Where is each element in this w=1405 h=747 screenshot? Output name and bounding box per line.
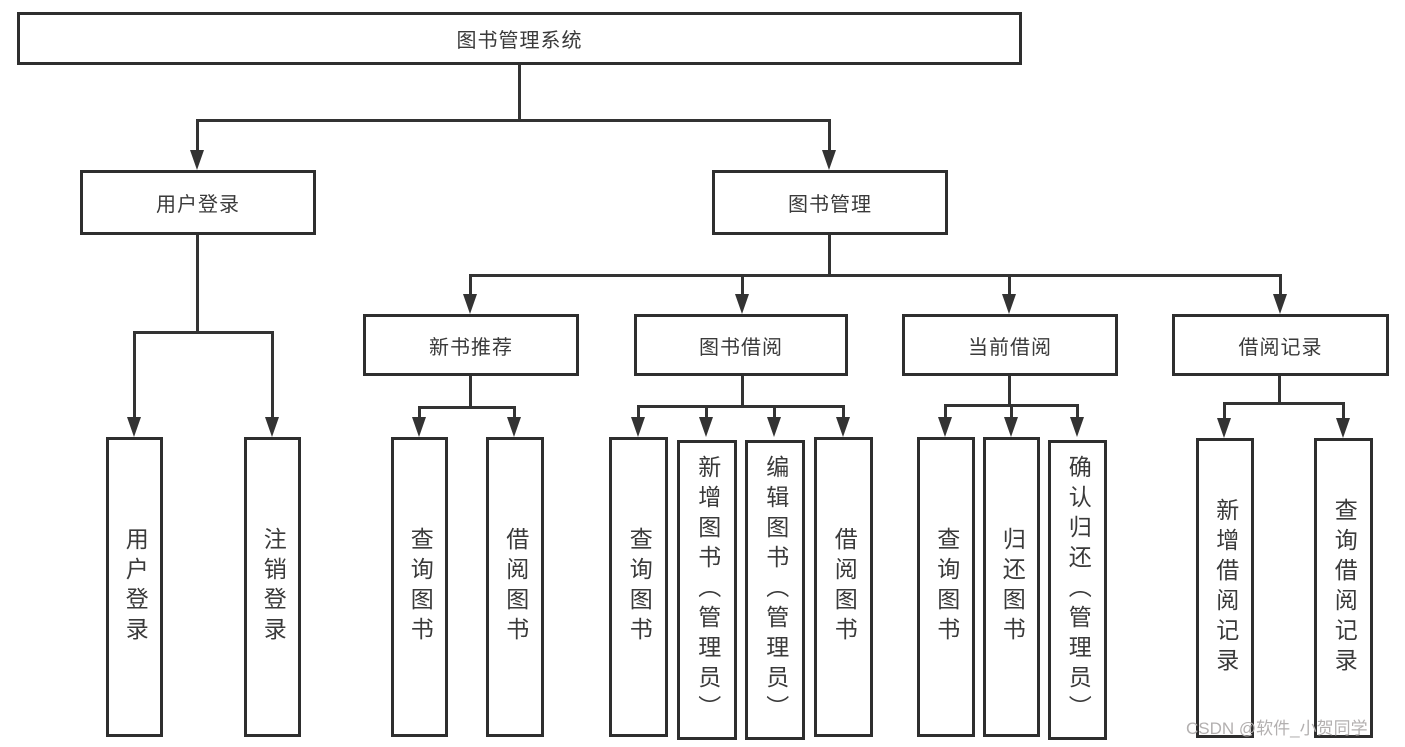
node-book-borrow: 图书借阅 bbox=[634, 314, 848, 376]
node-new-book-recommend-label: 新书推荐 bbox=[429, 336, 513, 359]
connector-line bbox=[1010, 404, 1013, 419]
node-current-borrow: 当前借阅 bbox=[902, 314, 1118, 376]
connector-line bbox=[705, 405, 708, 419]
arrow-down-icon bbox=[507, 417, 521, 437]
leaf-query-books-recommend-label: 查询图书 bbox=[407, 527, 434, 647]
node-current-borrow-label: 当前借阅 bbox=[968, 336, 1052, 359]
leaf-logout-label: 注销登录 bbox=[260, 527, 287, 647]
connector-line bbox=[842, 405, 845, 419]
connector-line bbox=[1223, 402, 1345, 405]
arrow-down-icon bbox=[1070, 417, 1084, 437]
leaf-borrow-books-label: 借阅图书 bbox=[831, 527, 858, 647]
connector-line bbox=[1279, 274, 1282, 296]
leaf-add-book-admin-label: 新增图书（管理员） bbox=[694, 455, 721, 725]
connector-line bbox=[773, 405, 776, 419]
leaf-return-book-label: 归还图书 bbox=[999, 527, 1026, 647]
connector-line bbox=[196, 119, 199, 152]
connector-line bbox=[944, 404, 947, 419]
arrow-down-icon bbox=[822, 150, 836, 170]
connector-line bbox=[1278, 376, 1281, 405]
connector-line bbox=[196, 119, 831, 122]
leaf-return-book: 归还图书 bbox=[983, 437, 1040, 737]
node-book-management: 图书管理 bbox=[712, 170, 948, 235]
leaf-query-books-recommend: 查询图书 bbox=[391, 437, 448, 737]
leaf-query-books-borrow: 查询图书 bbox=[609, 437, 668, 737]
connector-line bbox=[637, 405, 844, 408]
watermark: CSDN @软件_小贺同学 bbox=[1186, 719, 1368, 738]
leaf-query-books-borrow-label: 查询图书 bbox=[626, 527, 653, 647]
node-root: 图书管理系统 bbox=[17, 12, 1022, 65]
arrow-down-icon bbox=[735, 294, 749, 314]
leaf-add-borrow-record-label: 新增借阅记录 bbox=[1212, 498, 1239, 678]
connector-line bbox=[1008, 274, 1011, 296]
leaf-borrow-books: 借阅图书 bbox=[814, 437, 873, 737]
connector-line bbox=[741, 274, 744, 296]
connector-line bbox=[1076, 404, 1079, 419]
leaf-query-borrow-record-label: 查询借阅记录 bbox=[1331, 498, 1358, 678]
arrow-down-icon bbox=[1273, 294, 1287, 314]
leaf-query-books-current-label: 查询图书 bbox=[933, 527, 960, 647]
node-borrow-records-label: 借阅记录 bbox=[1238, 336, 1323, 359]
connector-line bbox=[469, 274, 1282, 277]
arrow-down-icon bbox=[1217, 418, 1231, 438]
arrow-down-icon bbox=[463, 294, 477, 314]
arrow-down-icon bbox=[190, 150, 204, 170]
node-borrow-records: 借阅记录 bbox=[1172, 314, 1389, 376]
leaf-user-login-label: 用户登录 bbox=[122, 527, 149, 647]
connector-line bbox=[469, 274, 472, 296]
connector-line bbox=[637, 405, 640, 419]
leaf-borrow-books-recommend: 借阅图书 bbox=[486, 437, 544, 737]
connector-line bbox=[1223, 402, 1226, 419]
leaf-confirm-return-admin: 确认归还（管理员） bbox=[1048, 440, 1107, 740]
connector-line bbox=[1008, 376, 1011, 407]
arrow-down-icon bbox=[1336, 418, 1350, 438]
connector-line bbox=[418, 406, 421, 419]
connector-line bbox=[271, 331, 274, 418]
arrow-down-icon bbox=[265, 417, 279, 437]
connector-line bbox=[418, 406, 516, 409]
arrow-down-icon bbox=[699, 417, 713, 437]
arrow-down-icon bbox=[767, 417, 781, 437]
node-book-borrow-label: 图书借阅 bbox=[699, 336, 783, 359]
connector-line bbox=[1342, 402, 1345, 419]
connector-line bbox=[133, 331, 274, 334]
connector-line bbox=[828, 235, 831, 277]
arrow-down-icon bbox=[412, 417, 426, 437]
connector-line bbox=[828, 119, 831, 152]
leaf-user-login: 用户登录 bbox=[106, 437, 163, 737]
leaf-confirm-return-admin-label: 确认归还（管理员） bbox=[1065, 455, 1092, 725]
leaf-edit-book-admin-label: 编辑图书（管理员） bbox=[762, 455, 789, 725]
arrow-down-icon bbox=[938, 417, 952, 437]
connector-line bbox=[513, 406, 516, 419]
arrow-down-icon bbox=[1002, 294, 1016, 314]
arrow-down-icon bbox=[127, 417, 141, 437]
node-book-management-label: 图书管理 bbox=[788, 194, 872, 216]
node-user-login-label: 用户登录 bbox=[156, 194, 240, 216]
connector-line bbox=[518, 65, 521, 122]
node-new-book-recommend: 新书推荐 bbox=[363, 314, 579, 376]
leaf-query-borrow-record: 查询借阅记录 bbox=[1314, 438, 1373, 738]
leaf-query-books-current: 查询图书 bbox=[917, 437, 975, 737]
leaf-edit-book-admin: 编辑图书（管理员） bbox=[745, 440, 805, 740]
arrow-down-icon bbox=[836, 417, 850, 437]
leaf-add-book-admin: 新增图书（管理员） bbox=[677, 440, 737, 740]
leaf-logout: 注销登录 bbox=[244, 437, 301, 737]
arrow-down-icon bbox=[1004, 417, 1018, 437]
connector-line bbox=[133, 331, 136, 418]
leaf-add-borrow-record: 新增借阅记录 bbox=[1196, 438, 1254, 738]
leaf-borrow-books-recommend-label: 借阅图书 bbox=[502, 527, 529, 647]
arrow-down-icon bbox=[631, 417, 645, 437]
connector-line bbox=[741, 376, 744, 408]
node-user-login: 用户登录 bbox=[80, 170, 316, 235]
node-root-label: 图书管理系统 bbox=[456, 30, 583, 52]
connector-line bbox=[196, 235, 199, 334]
connector-line bbox=[469, 376, 472, 409]
